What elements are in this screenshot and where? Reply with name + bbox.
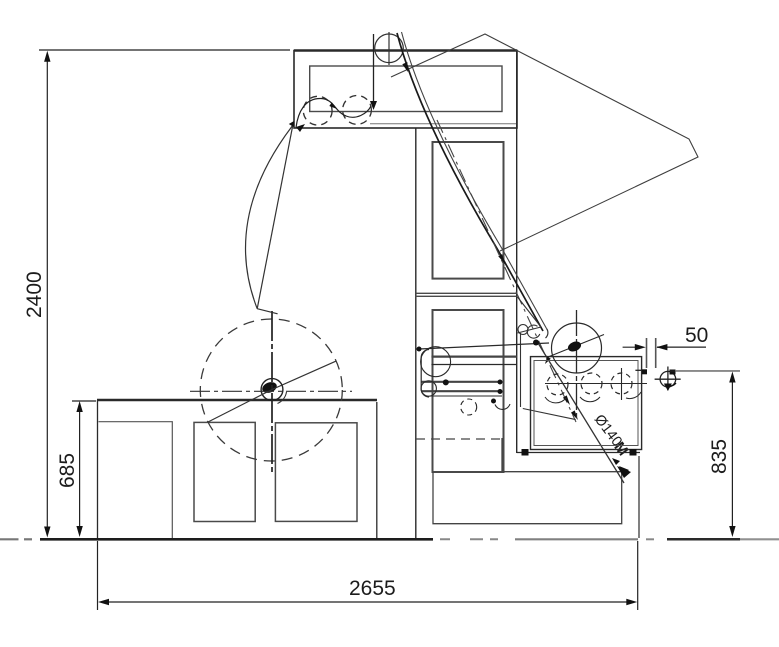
- svg-text:685: 685: [56, 453, 79, 488]
- svg-text:2655: 2655: [349, 577, 396, 600]
- svg-text:2400: 2400: [23, 271, 46, 318]
- svg-text:835: 835: [708, 439, 731, 474]
- svg-text:50: 50: [685, 324, 708, 347]
